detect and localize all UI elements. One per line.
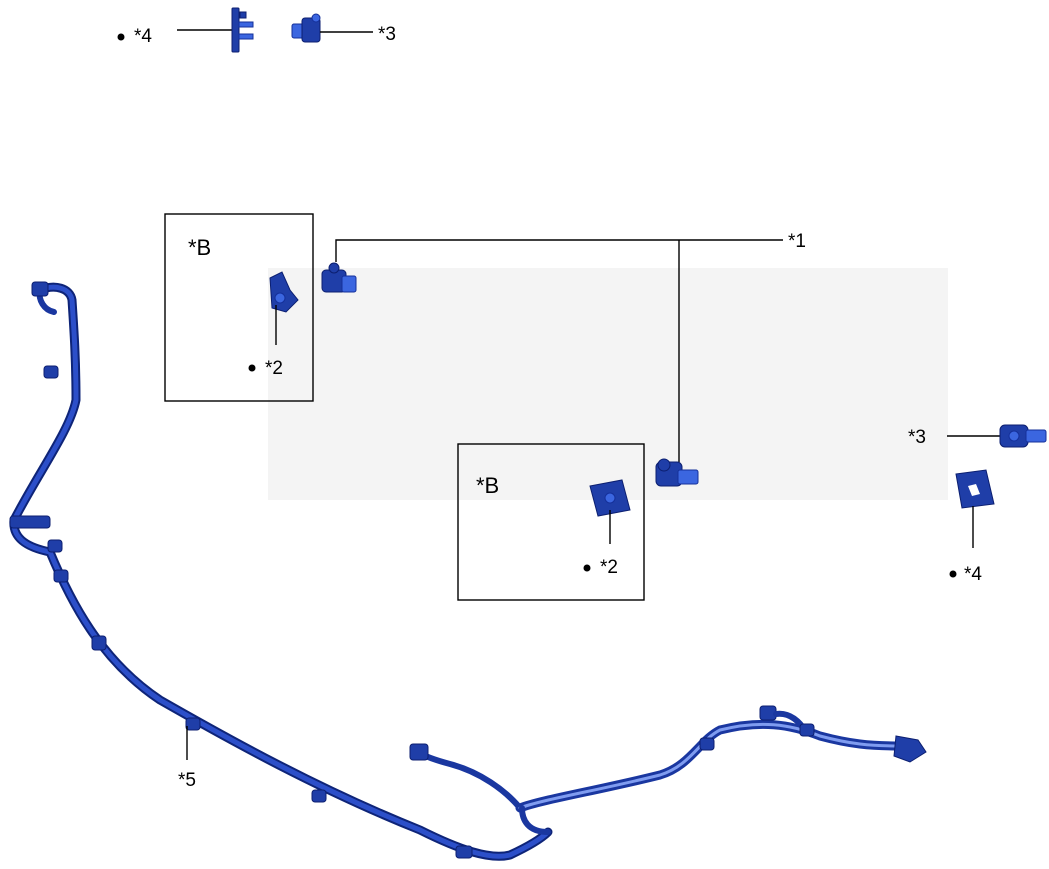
box-b-center-dot — [583, 564, 591, 572]
box-b-center-part-label: *2 — [600, 557, 618, 578]
right-star3-label: *3 — [908, 427, 926, 448]
sensor-center-icon — [655, 458, 699, 487]
harness-label: *5 — [178, 770, 196, 791]
box-b-left-retainer-icon — [269, 271, 299, 313]
legend-sensor-icon — [291, 13, 321, 43]
legend-star4-label: *4 — [134, 26, 152, 47]
right-star4-dot — [949, 570, 957, 578]
callout-1-label: *1 — [788, 231, 806, 252]
right-star4-label: *4 — [964, 564, 982, 585]
box-b-center-retainer-icon — [589, 479, 631, 517]
detail-box-b-center: *B *2 — [457, 443, 645, 601]
box-b-center-label: *B — [476, 473, 499, 498]
right-retainer-icon — [955, 469, 995, 509]
box-b-left-label: *B — [188, 235, 211, 260]
detail-box-b-left: *B *2 — [164, 213, 314, 402]
legend: *4 *3 — [117, 7, 396, 53]
legend-star4-dot — [117, 33, 125, 41]
right-sensor-icon — [999, 424, 1047, 448]
box-b-left-part-label: *2 — [265, 358, 283, 379]
box-b-left-dot — [248, 364, 256, 372]
right-parts-group: *3 *4 — [908, 424, 1047, 585]
vehicle-background-shade — [268, 268, 948, 500]
wire-harness: *5 — [9, 281, 927, 861]
legend-star3-label: *3 — [378, 24, 396, 45]
callout-1-group: *1 — [321, 231, 806, 487]
legend-retainer-icon — [231, 7, 254, 53]
sensor-left-icon — [321, 262, 357, 293]
